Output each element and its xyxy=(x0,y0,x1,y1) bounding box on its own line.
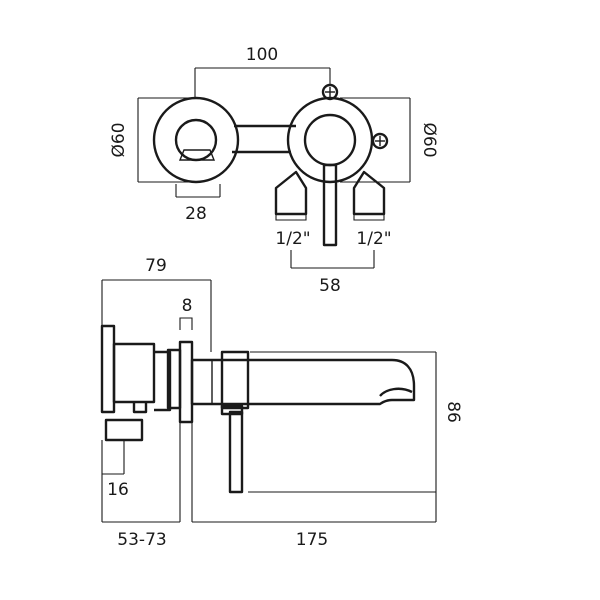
wall-body-block xyxy=(112,342,156,404)
wall-body-step xyxy=(154,350,172,412)
spout-cover-plate xyxy=(152,96,240,184)
dim-left-diameter-label: Ø60 xyxy=(109,122,129,157)
cover-plate-side xyxy=(178,340,194,424)
dim-wall-depth-label: 16 xyxy=(107,480,129,500)
handle-lever xyxy=(322,163,338,247)
inlet-connector-left xyxy=(274,170,308,216)
wall-body-rear xyxy=(100,324,116,414)
valve-cover-plate xyxy=(286,96,374,184)
dim-adjust-range-label: 53-73 xyxy=(117,530,166,550)
dim-inlet-right-label: 1/2" xyxy=(356,229,391,249)
spout-outlet-tip xyxy=(379,387,413,397)
handle-cap xyxy=(220,404,244,416)
dim-total-depth-label: 79 xyxy=(145,256,167,276)
dim-inlet-spacing-label: 58 xyxy=(319,276,341,296)
wall-body-notch xyxy=(132,402,148,414)
dim-spout-length-label: 175 xyxy=(296,530,328,550)
dim-inlet-left-label: 1/2" xyxy=(275,229,310,249)
side-screw-icon xyxy=(371,132,389,150)
dim-front-width-label: 100 xyxy=(246,45,278,65)
inlet-connector-right xyxy=(352,170,386,216)
spout-outlet-aerator xyxy=(178,149,216,161)
dim-height-label: 86 xyxy=(443,401,463,423)
dim-plate-thickness-label: 8 xyxy=(182,296,193,316)
side-view: 79 8 86 16 53-73 175 xyxy=(100,256,463,550)
valve-knob xyxy=(303,113,357,167)
dim-right-diameter-label: Ø60 xyxy=(419,122,439,157)
handle-hub xyxy=(220,350,250,410)
inlet-pipe-stub xyxy=(104,418,144,442)
front-view: 100 Ø60 Ø60 28 1/2" 1/2" 58 xyxy=(109,45,439,296)
spout-side xyxy=(190,358,416,406)
handle-lever-side xyxy=(228,410,244,494)
top-screw-icon xyxy=(321,83,339,101)
dim-spout-width-label: 28 xyxy=(185,204,207,224)
